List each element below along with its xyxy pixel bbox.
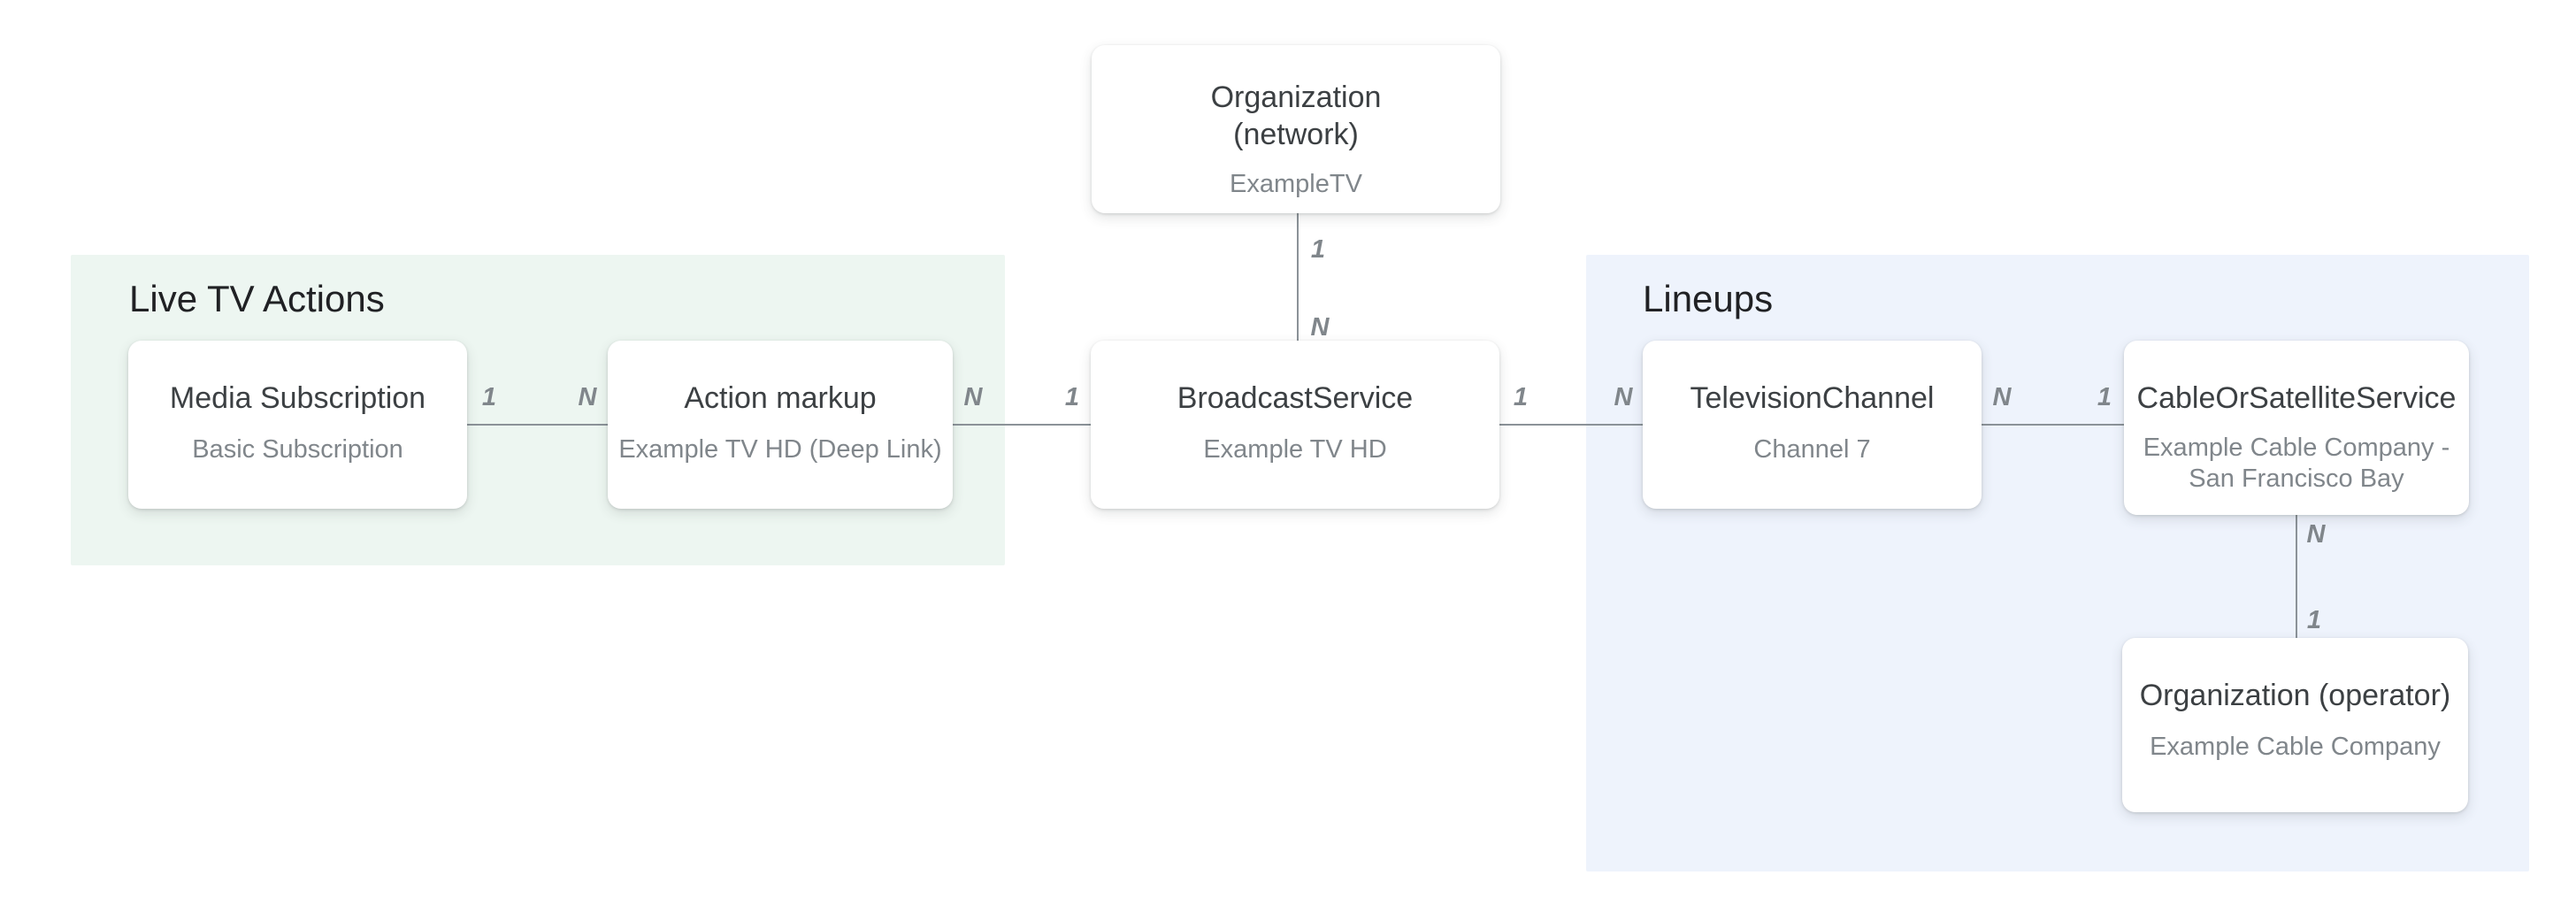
connector-cable-to-operator: [2296, 515, 2297, 638]
connector-media-to-action: [467, 424, 608, 426]
cardinality-cable-left-side: 1: [2097, 382, 2112, 411]
node-cable-or-satellite-service-title: CableOrSatelliteService: [2136, 381, 2457, 415]
node-television-channel-title: TelevisionChannel: [1690, 381, 1935, 415]
node-organization-operator-title: Organization (operator): [2139, 679, 2451, 712]
node-action-markup: Action markup Example TV HD (Deep Link): [608, 341, 953, 509]
region-label-lineups: Lineups: [1643, 278, 1774, 319]
cardinality-broadcast-top-side: N: [1310, 312, 1330, 342]
node-media-subscription: Media Subscription Basic Subscription: [128, 341, 467, 509]
cardinality-network-side: 1: [1310, 234, 1326, 264]
node-organization-operator-subtitle: Example Cable Company: [2150, 733, 2441, 761]
node-broadcast-service: BroadcastService Example TV HD: [1091, 341, 1499, 509]
connector-action-to-broadcast: [953, 424, 1091, 426]
cardinality-action-right-side: N: [963, 382, 983, 411]
cardinality-media-side: 1: [481, 382, 497, 411]
node-action-markup-title: Action markup: [684, 381, 877, 415]
region-label-live-tv-actions: Live TV Actions: [129, 278, 385, 319]
node-media-subscription-subtitle: Basic Subscription: [192, 435, 403, 464]
cardinality-cable-bottom-side: N: [2306, 519, 2326, 549]
node-organization-network-title: Organization: [1210, 81, 1382, 114]
cardinality-channel-right-side: N: [1992, 382, 2012, 411]
node-action-markup-subtitle: Example TV HD (Deep Link): [618, 435, 942, 464]
node-organization-network-subtitle: ExampleTV: [1230, 170, 1362, 198]
node-cable-or-satellite-service: CableOrSatelliteService Example Cable Co…: [2124, 341, 2469, 515]
node-cable-or-satellite-service-subtitle: Example Cable Company - San Francisco Ba…: [2143, 434, 2450, 493]
connector-broadcast-to-channel: [1499, 424, 1643, 426]
cardinality-operator-top-side: 1: [2306, 605, 2322, 634]
connector-channel-to-cable: [1982, 424, 2124, 426]
node-organization-network-title-line2: (network): [1233, 118, 1359, 151]
node-broadcast-service-title: BroadcastService: [1177, 381, 1414, 415]
cardinality-broadcast-left-side: 1: [1064, 382, 1080, 411]
node-organization-network: Organization (network) ExampleTV: [1092, 45, 1500, 213]
node-television-channel: TelevisionChannel Channel 7: [1643, 341, 1982, 509]
cardinality-channel-left-side: N: [1614, 382, 1633, 411]
node-television-channel-subtitle: Channel 7: [1753, 435, 1871, 464]
connector-network-to-broadcast: [1297, 213, 1299, 341]
node-broadcast-service-subtitle: Example TV HD: [1203, 435, 1387, 464]
node-media-subscription-title: Media Subscription: [169, 381, 426, 415]
cardinality-broadcast-right-side: 1: [1513, 382, 1529, 411]
node-organization-operator: Organization (operator) Example Cable Co…: [2122, 638, 2468, 812]
cardinality-action-left-side: N: [578, 382, 597, 411]
